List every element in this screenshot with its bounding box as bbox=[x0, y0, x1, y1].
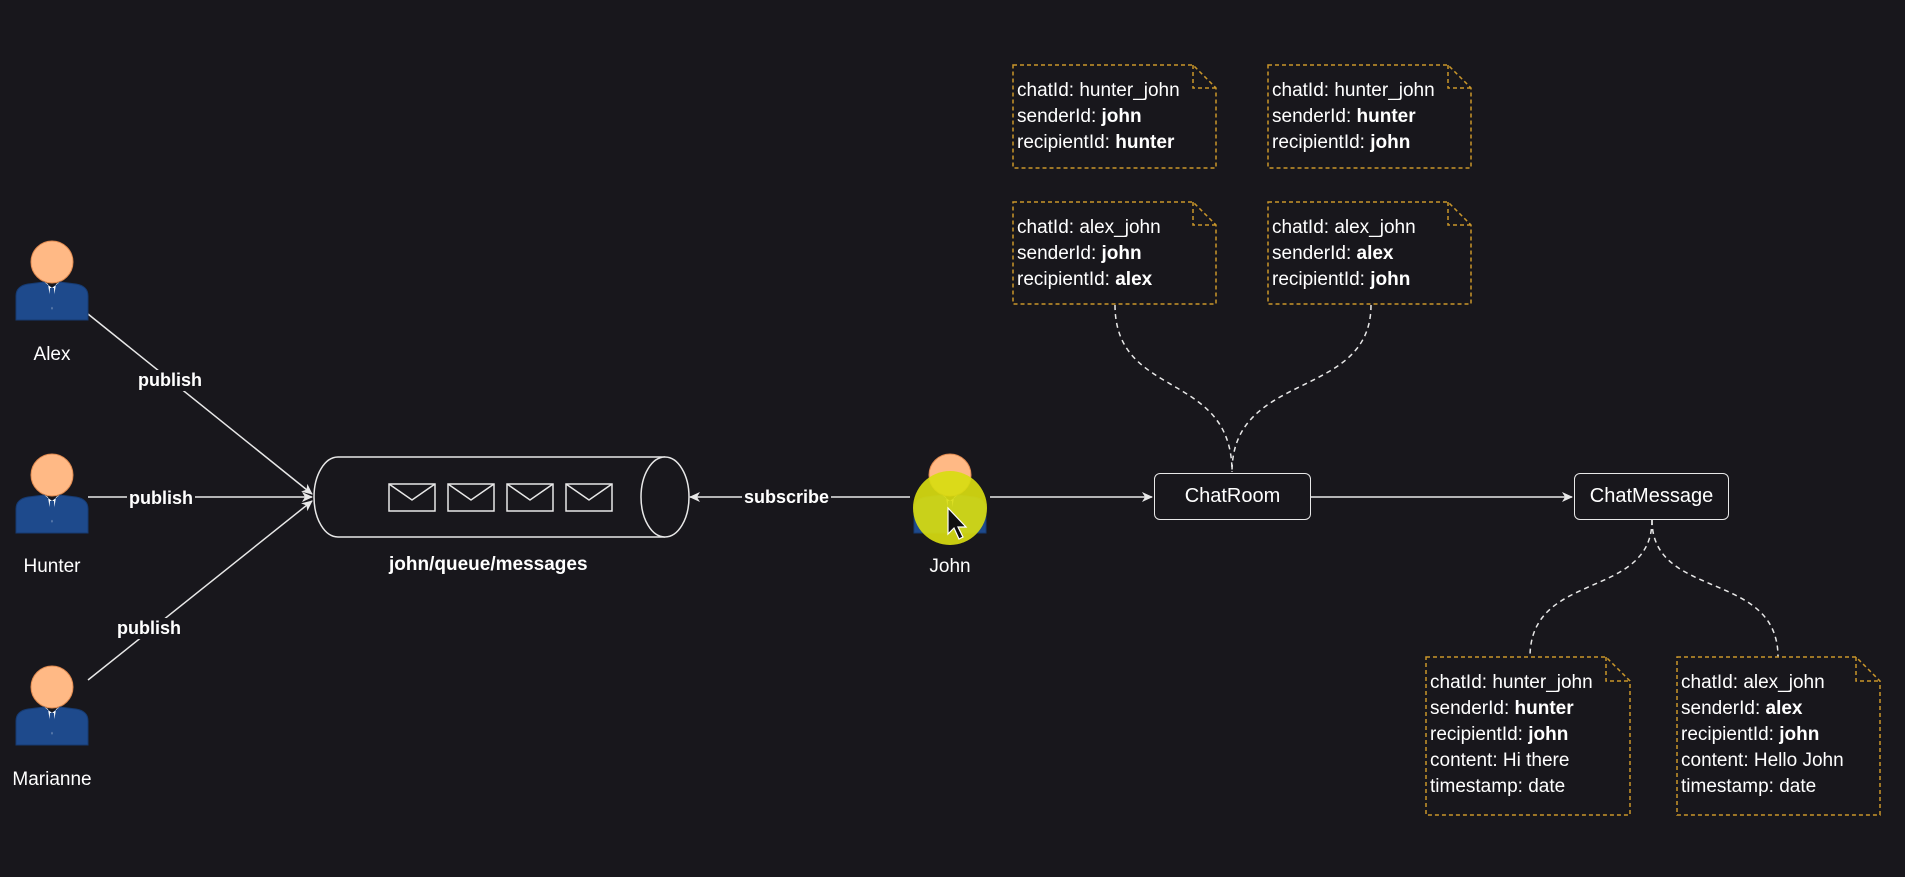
note-chat-id: alex_john bbox=[1334, 217, 1416, 238]
person-icon-alex bbox=[15, 240, 89, 321]
note-key: senderId: bbox=[1272, 106, 1352, 127]
actor-label-alex: Alex bbox=[33, 344, 71, 365]
note-sender-id: hunter bbox=[1514, 698, 1574, 719]
note-chat-id: hunter_john bbox=[1334, 80, 1435, 101]
queue-label: john/queue/messages bbox=[389, 554, 588, 575]
note-key: content: bbox=[1430, 750, 1498, 771]
note-outline-room-1 bbox=[1012, 64, 1217, 169]
note-timestamp: date bbox=[1779, 776, 1817, 797]
note-chat-id: alex_john bbox=[1743, 672, 1825, 693]
edge-label-publish: publish bbox=[115, 618, 183, 639]
message-note-connector-left bbox=[1529, 519, 1653, 658]
publish-edge-marianne bbox=[87, 500, 313, 681]
mouse-pointer-icon bbox=[947, 506, 968, 540]
room-note-connector-left bbox=[1114, 304, 1233, 473]
note-key: senderId: bbox=[1681, 698, 1761, 719]
note-key: senderId: bbox=[1017, 243, 1097, 264]
edge-label-publish: publish bbox=[127, 488, 195, 509]
note-key: recipientId: bbox=[1017, 132, 1110, 153]
note-key: timestamp: bbox=[1430, 776, 1523, 797]
room-note: chatId: hunter_john senderId: hunter rec… bbox=[1268, 65, 1472, 169]
note-outline-room-3 bbox=[1012, 201, 1217, 305]
person-icon-marianne bbox=[15, 665, 89, 746]
room-note: chatId: alex_john senderId: john recipie… bbox=[1013, 202, 1217, 305]
message-note-connector-right bbox=[1651, 519, 1779, 658]
note-key: chatId: bbox=[1272, 80, 1330, 101]
publish-edge-alex bbox=[87, 313, 313, 495]
chatmessage-entity[interactable]: ChatMessage bbox=[1574, 473, 1729, 520]
cursor-highlight bbox=[913, 471, 987, 545]
note-key: chatId: bbox=[1017, 217, 1075, 238]
note-key: chatId: bbox=[1272, 217, 1330, 238]
note-key: senderId: bbox=[1272, 243, 1352, 264]
note-key: recipientId: bbox=[1430, 724, 1523, 745]
note-chat-id: hunter_john bbox=[1492, 672, 1593, 693]
actor-label-marianne: Marianne bbox=[12, 769, 92, 790]
note-chat-id: alex_john bbox=[1079, 217, 1161, 238]
envelope-icon bbox=[565, 483, 613, 512]
note-key: chatId: bbox=[1430, 672, 1488, 693]
note-key: recipientId: bbox=[1681, 724, 1774, 745]
edge-label-publish: publish bbox=[136, 370, 204, 391]
note-sender-id: alex bbox=[1765, 698, 1803, 719]
note-recipient-id: john bbox=[1370, 269, 1411, 290]
note-key: timestamp: bbox=[1681, 776, 1774, 797]
room-note-connector-right bbox=[1231, 304, 1372, 473]
note-key: senderId: bbox=[1430, 698, 1510, 719]
note-chat-id: hunter_john bbox=[1079, 80, 1180, 101]
actor-label-hunter: Hunter bbox=[23, 556, 81, 577]
actor-label-john: John bbox=[929, 556, 971, 577]
note-timestamp: date bbox=[1528, 776, 1566, 797]
room-note: chatId: hunter_john senderId: john recip… bbox=[1013, 65, 1217, 169]
room-note: chatId: alex_john senderId: alex recipie… bbox=[1268, 202, 1472, 305]
note-outline-room-2 bbox=[1267, 64, 1472, 169]
note-key: senderId: bbox=[1017, 106, 1097, 127]
note-sender-id: hunter bbox=[1356, 106, 1416, 127]
note-key: recipientId: bbox=[1272, 269, 1365, 290]
note-content: Hello John bbox=[1753, 750, 1844, 771]
person-icon-hunter bbox=[15, 453, 89, 534]
envelope-icon bbox=[447, 483, 495, 512]
note-recipient-id: john bbox=[1779, 724, 1820, 745]
note-recipient-id: alex bbox=[1115, 269, 1153, 290]
note-key: chatId: bbox=[1017, 80, 1075, 101]
note-outline-message-2 bbox=[1676, 656, 1881, 816]
envelope-icon bbox=[506, 483, 554, 512]
message-note: chatId: alex_john senderId: alex recipie… bbox=[1677, 657, 1881, 816]
note-sender-id: john bbox=[1101, 243, 1142, 264]
note-recipient-id: john bbox=[1528, 724, 1569, 745]
edge-label-subscribe: subscribe bbox=[742, 487, 832, 508]
note-key: recipientId: bbox=[1272, 132, 1365, 153]
message-note: chatId: hunter_john senderId: hunter rec… bbox=[1426, 657, 1631, 816]
queue-cylinder bbox=[313, 456, 690, 538]
note-sender-id: john bbox=[1101, 106, 1142, 127]
chatroom-entity[interactable]: ChatRoom bbox=[1154, 473, 1311, 520]
envelope-icons bbox=[388, 483, 613, 512]
note-key: chatId: bbox=[1681, 672, 1739, 693]
note-recipient-id: john bbox=[1370, 132, 1411, 153]
note-outline-room-4 bbox=[1267, 201, 1472, 305]
note-outline-message-1 bbox=[1425, 656, 1631, 816]
note-recipient-id: hunter bbox=[1115, 132, 1175, 153]
note-content: Hi there bbox=[1502, 750, 1570, 771]
envelope-icon bbox=[388, 483, 436, 512]
note-key: recipientId: bbox=[1017, 269, 1110, 290]
note-sender-id: alex bbox=[1356, 243, 1394, 264]
note-key: content: bbox=[1681, 750, 1749, 771]
